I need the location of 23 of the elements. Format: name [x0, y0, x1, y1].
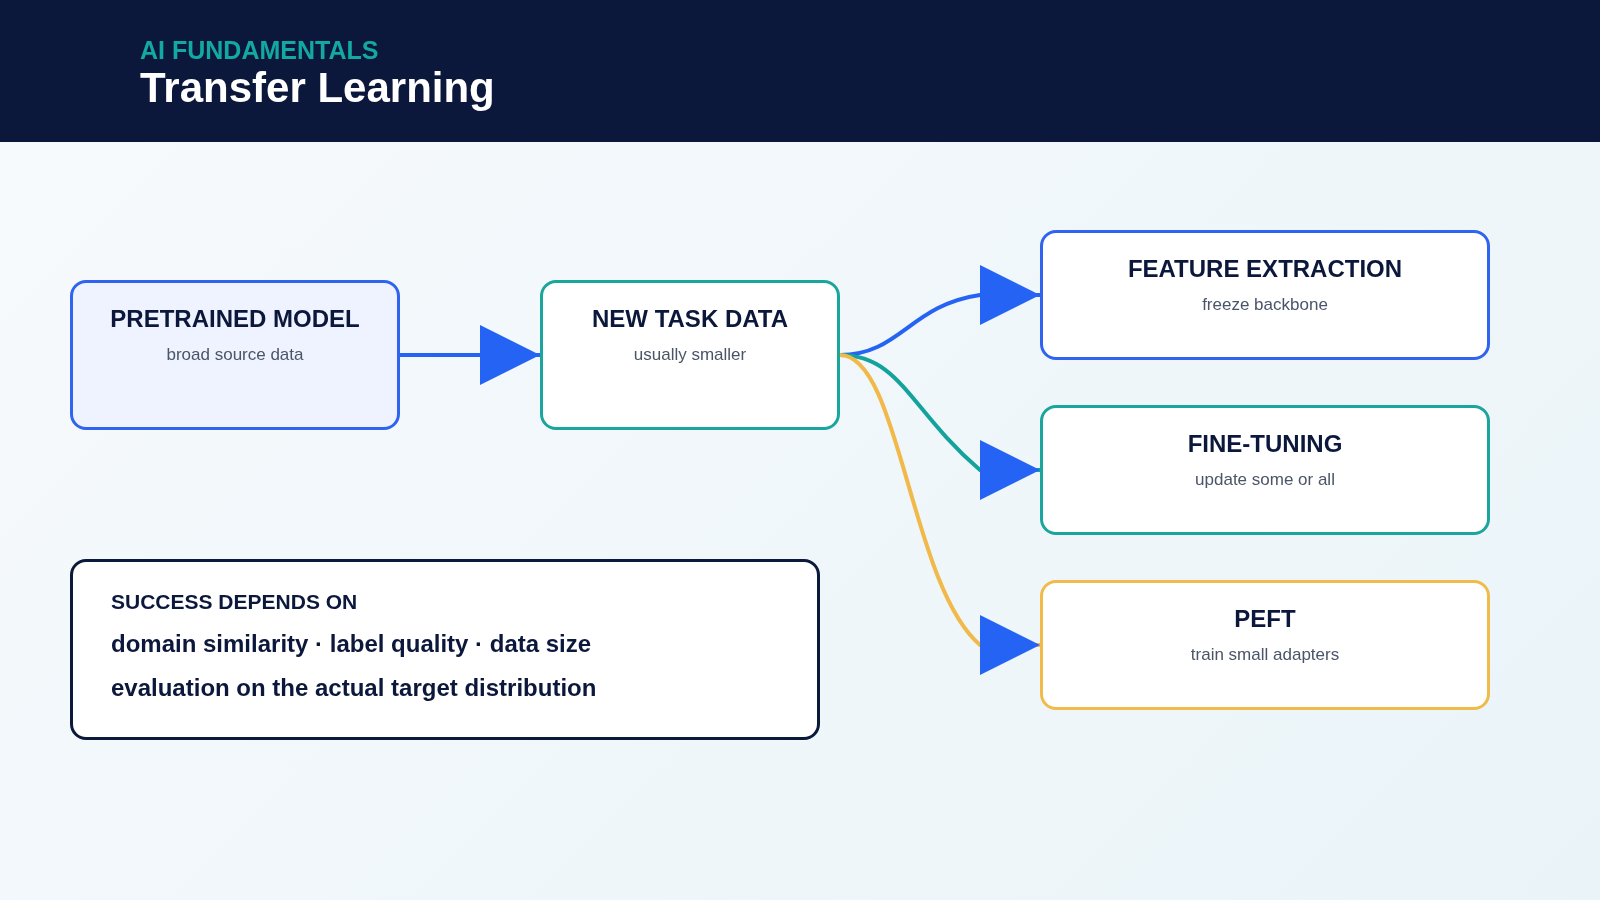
- note-text: domain similarity · label quality · data size: [111, 630, 592, 658]
- box-title: FEATURE EXTRACTION: [1127, 255, 1403, 283]
- note-text: evaluation on the actual target distribution: [111, 674, 597, 702]
- box-title: NEW TASK DATA: [592, 305, 788, 333]
- arrow: [400, 325, 540, 385]
- box-subtitle: broad source data: [166, 345, 304, 365]
- box-subtitle: usually smaller: [633, 345, 747, 365]
- process-box: [70, 280, 400, 430]
- process-box: [1040, 405, 1490, 535]
- subtitle: AI FUNDAMENTALS: [140, 36, 379, 65]
- box-subtitle: freeze backbone: [1202, 295, 1328, 315]
- process-box: [1040, 580, 1490, 710]
- title: Transfer Learning: [140, 64, 495, 112]
- process-box: [1040, 230, 1490, 360]
- notes-panel: [70, 559, 820, 740]
- arrow: [839, 353, 1040, 675]
- box-subtitle: train small adapters: [1190, 645, 1340, 665]
- panel-heading: SUCCESS DEPENDS ON: [111, 590, 358, 614]
- box-title: FINE-TUNING: [1187, 430, 1343, 458]
- box-subtitle: update some or all: [1195, 470, 1335, 490]
- box-title: PEFT: [1234, 605, 1296, 633]
- box-title: PRETRAINED MODEL: [110, 305, 360, 333]
- process-box: [540, 280, 840, 430]
